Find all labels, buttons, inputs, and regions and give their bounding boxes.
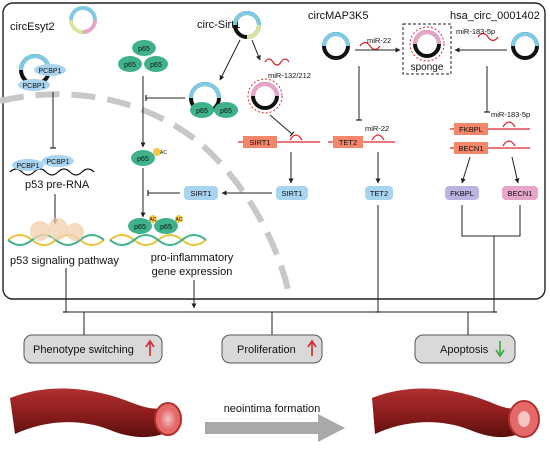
ac-label: AC bbox=[176, 217, 183, 223]
circmap3k5-ring-icon bbox=[322, 32, 350, 60]
sirt1-gene bbox=[238, 134, 320, 148]
circsirt1-p65-complex bbox=[189, 82, 238, 118]
outcome-box-proliferation bbox=[221, 334, 323, 364]
circesyt2-label: circEsyt2 bbox=[10, 21, 55, 33]
fkbpl-gene bbox=[450, 121, 530, 135]
sirt1-protein bbox=[184, 186, 218, 200]
circesyt2-ring-icon bbox=[69, 6, 97, 34]
sponge-label: sponge bbox=[411, 62, 444, 73]
mir22-label: miR-22 bbox=[367, 36, 391, 45]
merge-bracket bbox=[461, 205, 521, 237]
circsirt1-mir-sponge-ring bbox=[247, 78, 283, 114]
vessel-before-icon bbox=[10, 388, 182, 438]
dna-helix-right bbox=[109, 215, 207, 246]
proinflammatory-label-line1: pro-inflammatory bbox=[151, 252, 234, 264]
becn1-protein bbox=[502, 186, 538, 200]
mir132-label: miR-132/212 bbox=[268, 71, 311, 80]
nucleus-boundary bbox=[0, 91, 293, 299]
mir183-strand bbox=[477, 32, 499, 42]
p65-label: p65 bbox=[150, 62, 162, 69]
pcbp1-label: PCBP1 bbox=[23, 83, 46, 90]
p65-label: p65 bbox=[137, 156, 149, 163]
down-arrow-icon bbox=[495, 341, 505, 358]
arrow bbox=[251, 39, 261, 61]
fkbpl-gene-label: FKBPL bbox=[459, 125, 483, 134]
p65-label: p65 bbox=[124, 62, 136, 69]
acetyl-group-icon bbox=[153, 148, 161, 156]
up-arrow-icon bbox=[145, 339, 155, 356]
p65-label: p65 bbox=[220, 108, 232, 115]
sirt1-protein bbox=[276, 186, 308, 200]
proinflammatory-label-line2: gene expression bbox=[152, 266, 233, 278]
tet2-protein bbox=[365, 186, 393, 200]
outcome-box-phenotype bbox=[23, 334, 163, 364]
p65-proteins-cytoplasm bbox=[118, 40, 168, 72]
vessel-after-icon bbox=[372, 388, 540, 438]
hsa-circ-label: hsa_circ_0001402 bbox=[450, 10, 540, 22]
becn1-gene-label: BECN1 bbox=[458, 144, 483, 153]
pcbp1-label: PCBP1 bbox=[39, 68, 62, 75]
p65-label: p65 bbox=[160, 224, 172, 231]
sponge-box bbox=[402, 23, 452, 75]
arrow bbox=[219, 39, 241, 81]
sirt1-gene-label: SIRT1 bbox=[249, 138, 270, 147]
ac-label: AC bbox=[160, 150, 167, 156]
fkbpl-protein-label: FKBPL bbox=[450, 189, 474, 198]
sirt1-protein-label: SIRT1 bbox=[281, 189, 302, 198]
tet2-gene-label: TET2 bbox=[339, 138, 357, 147]
tet2-protein-label: TET2 bbox=[370, 189, 388, 198]
hsa-circ-ring-icon bbox=[511, 32, 539, 60]
outcome-box-apoptosis bbox=[414, 334, 516, 364]
mir183-label: miR-183-5p bbox=[491, 110, 530, 119]
neointima-label: neointima formation bbox=[224, 403, 321, 415]
up-arrow-icon bbox=[307, 339, 317, 356]
progression-arrow-icon bbox=[205, 414, 345, 442]
p53-pre-rna-label: p53 pre-RNA bbox=[25, 179, 90, 191]
ac-label: AC bbox=[150, 217, 157, 223]
becn1-gene bbox=[450, 140, 530, 154]
mir183-label: miR-183-5p bbox=[456, 27, 495, 36]
arrow bbox=[511, 156, 520, 184]
fkbpl-protein bbox=[445, 186, 479, 200]
mir132-strand bbox=[264, 58, 290, 66]
p65-label: p65 bbox=[134, 224, 146, 231]
sirt1-protein-label: SIRT1 bbox=[190, 189, 211, 198]
circesyt2-pcbp1-complex bbox=[18, 54, 66, 91]
p65-acetylated bbox=[131, 150, 155, 166]
outcome-label: Apoptosis bbox=[440, 344, 489, 356]
arrow bbox=[460, 156, 471, 184]
circmap3k5-label: circMAP3K5 bbox=[308, 10, 369, 22]
p53-pre-rna-strand bbox=[9, 155, 95, 176]
pcbp1-label: PCBP1 bbox=[47, 159, 70, 166]
sponge-ring-icon bbox=[409, 26, 445, 62]
outcome-label: Phenotype switching bbox=[33, 344, 134, 356]
p53-pathway-label: p53 signaling pathway bbox=[10, 255, 119, 267]
p65-label: p65 bbox=[196, 108, 208, 115]
mir22-strand bbox=[359, 41, 381, 51]
becn1-protein-label: BECN1 bbox=[507, 189, 532, 198]
inhibit-arrow bbox=[269, 114, 295, 137]
circsirt1-label: circ-Sirt1 bbox=[197, 19, 240, 31]
mir22-label: miR-22 bbox=[365, 124, 389, 133]
circsirt1-ring-icon bbox=[233, 11, 261, 39]
tet2-gene bbox=[328, 134, 395, 148]
dna-helix-left bbox=[7, 218, 105, 246]
pcbp1-label: PCBP1 bbox=[17, 163, 40, 170]
outcome-label: Proliferation bbox=[237, 344, 296, 356]
p65-label: p65 bbox=[138, 46, 150, 53]
